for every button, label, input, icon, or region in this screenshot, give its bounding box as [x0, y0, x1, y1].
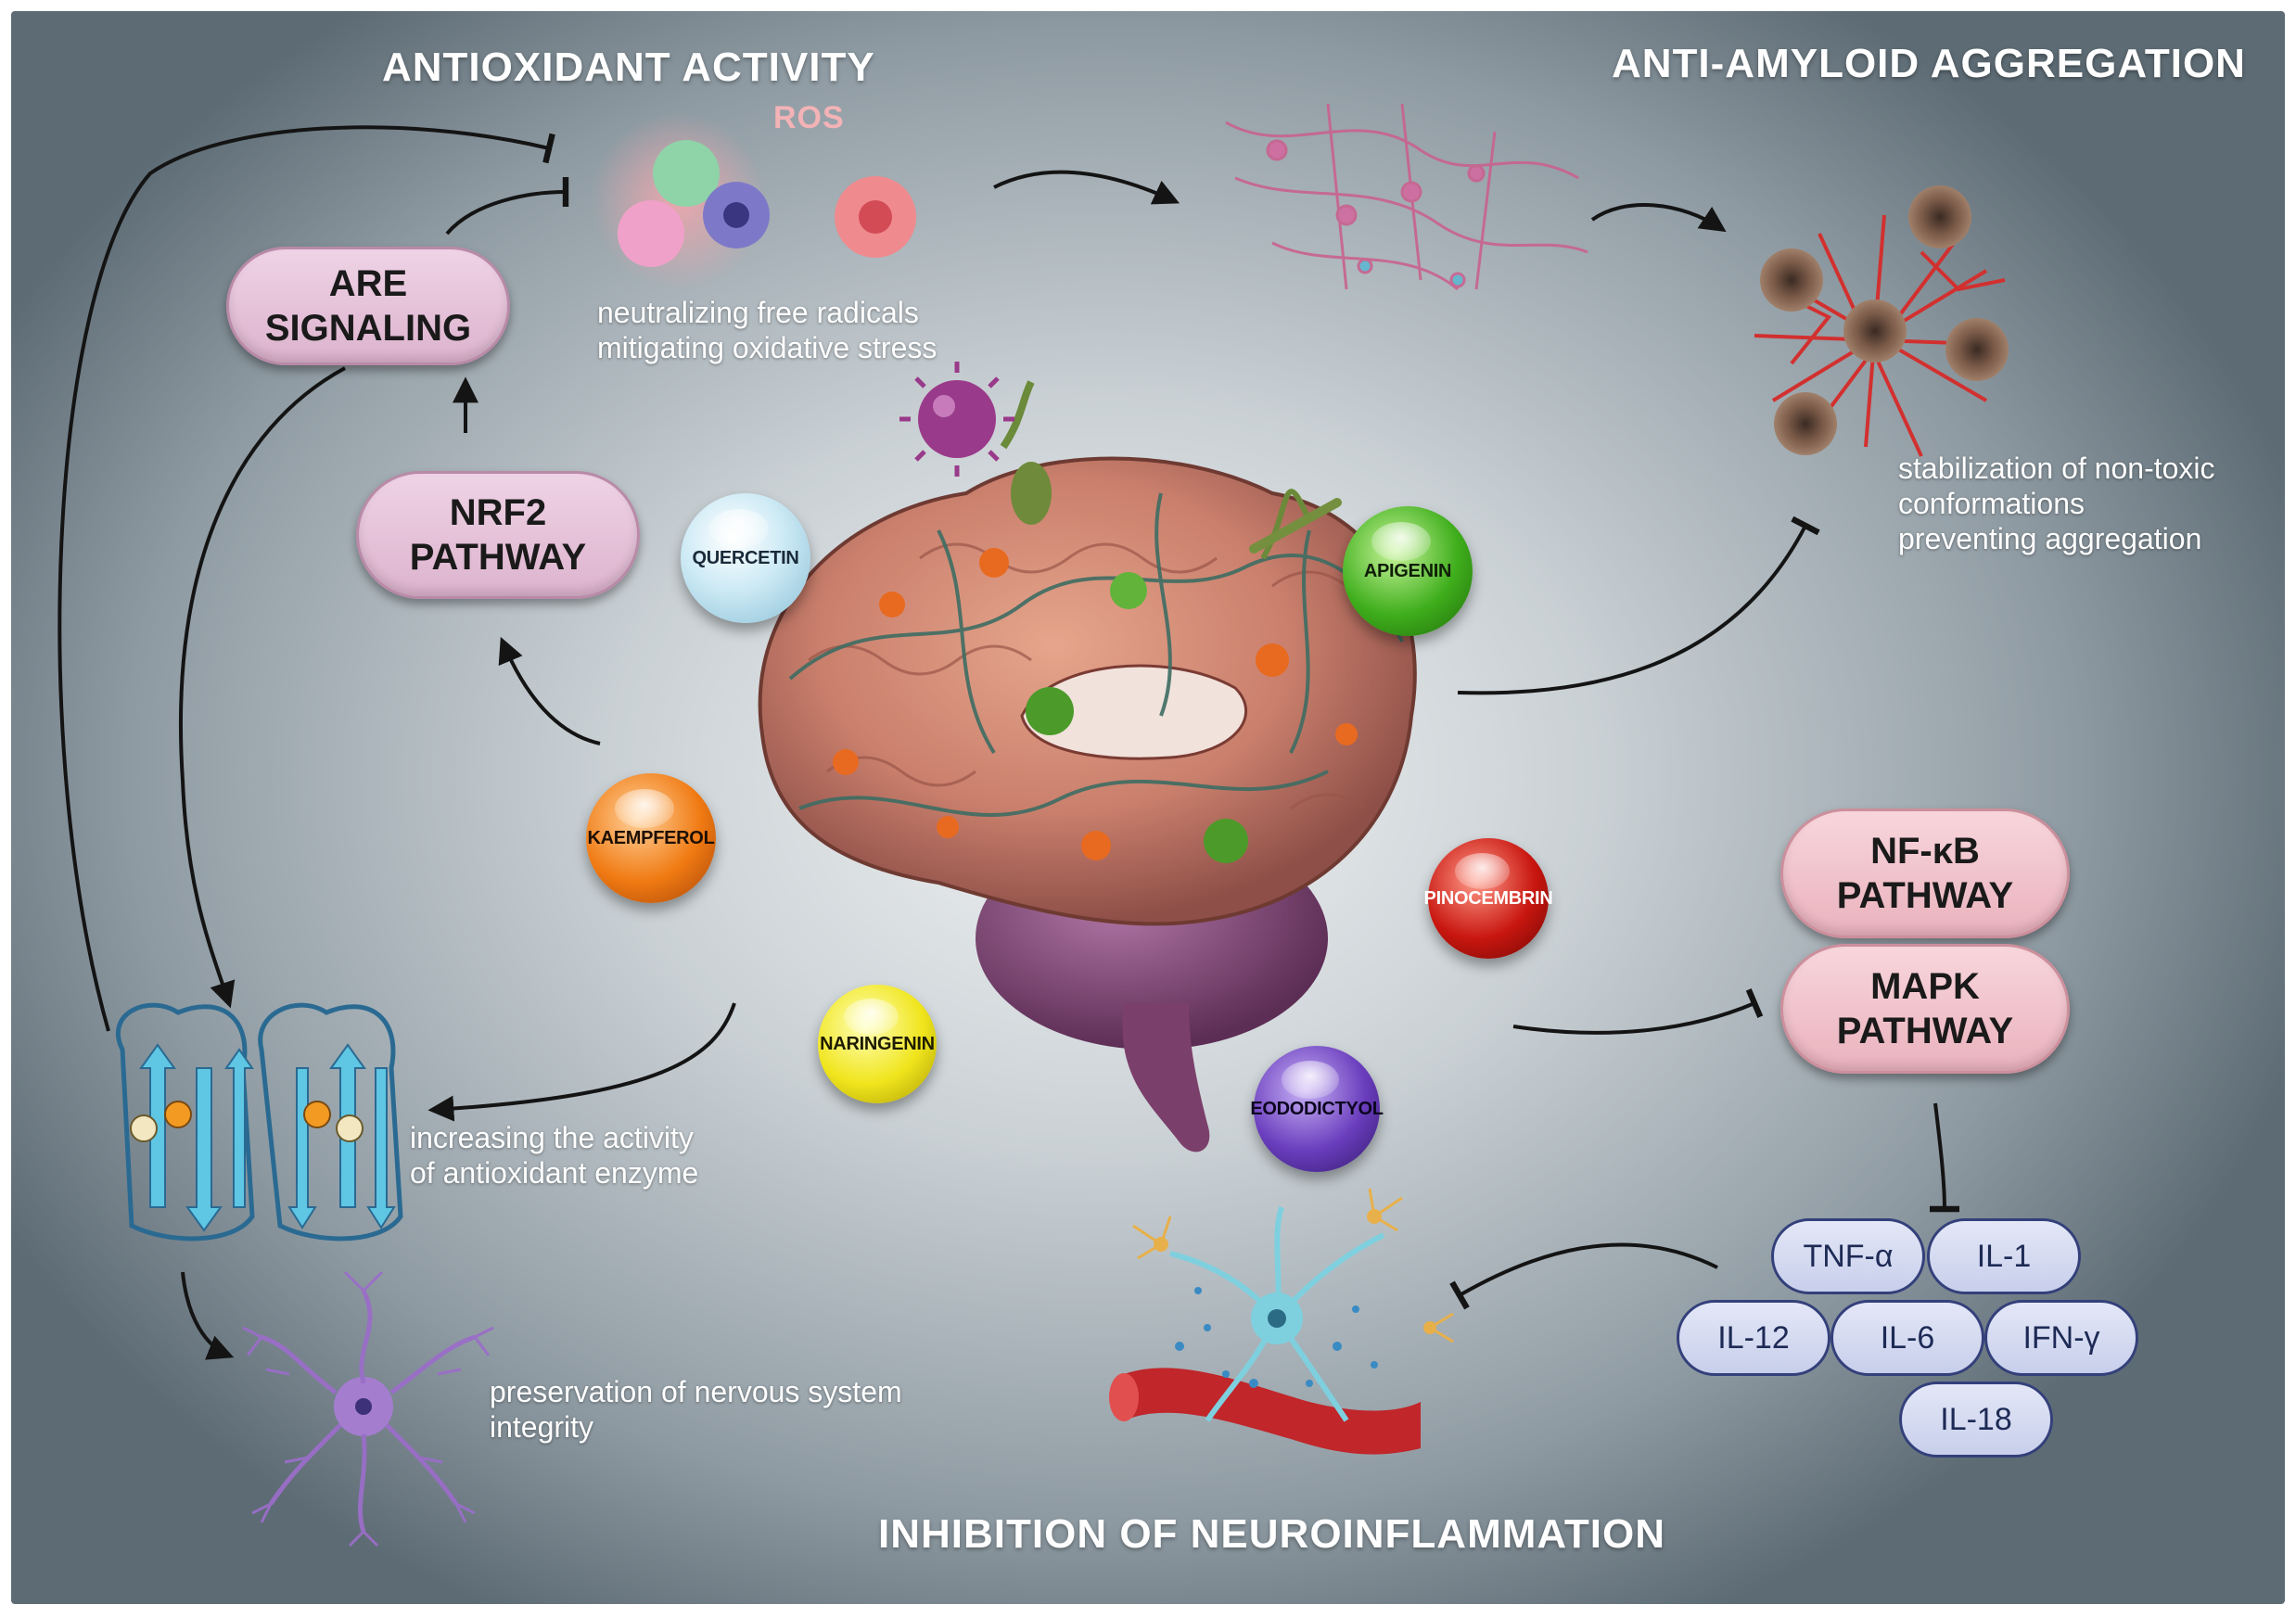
- heading-inhibition-of-neuroinflammation: INHIBITION OF NEUROINFLAMMATION: [878, 1511, 1665, 1557]
- arrow-enzyme-to-neuron: [181, 1271, 235, 1360]
- cytokine-ifn-gamma: IFN-γ: [1984, 1300, 2138, 1376]
- flavonoid-label: PINOCEMBRIN: [1423, 887, 1553, 909]
- arrow-are-to-enzyme: [179, 366, 346, 1009]
- note-line: integrity: [490, 1410, 594, 1444]
- flavonoid-pinocembrin: PINOCEMBRIN: [1424, 838, 1553, 959]
- flavonoid-quercetin: QUERCETIN: [681, 493, 810, 623]
- arrow-brain-to-enzyme: [427, 1002, 736, 1122]
- amyloid-fibrils: [1225, 103, 1588, 291]
- flavonoid-apigenin: APIGENIN: [1343, 506, 1473, 636]
- flavonoid-naringenin: NARINGENIN: [818, 985, 937, 1103]
- note-line: stabilization of non-toxic: [1898, 452, 2215, 485]
- heading-antioxidant-activity: ANTIOXIDANT ACTIVITY: [382, 45, 875, 90]
- antioxidant-enzyme-illustration: [115, 1002, 403, 1241]
- arrow-are-inhibits-ros: [445, 176, 569, 236]
- note-line: neutralizing free radicals: [597, 296, 919, 329]
- diagram-canvas: ANTIOXIDANT ACTIVITY ANTI-AMYLOID AGGREG…: [11, 11, 2285, 1604]
- virus-particle: [899, 362, 1014, 477]
- pill-line: ARE: [328, 263, 408, 304]
- pill-line: PATHWAY: [409, 537, 587, 578]
- note-antioxidant-enzyme: increasing the activity of antioxidant e…: [410, 1120, 698, 1190]
- note-preservation: preservation of nervous system integrity: [490, 1374, 902, 1445]
- pill-mapk-pathway: MAPK PATHWAY: [1780, 944, 2070, 1074]
- neuroinflammation-illustration: [1109, 1188, 1454, 1455]
- arrow-ros-to-fibrils: [993, 170, 1180, 205]
- note-line: of antioxidant enzyme: [410, 1156, 699, 1190]
- cytokine-tnf-alpha: TNF-α: [1771, 1218, 1925, 1294]
- note-line: mitigating oxidative stress: [597, 331, 938, 364]
- pill-line: PATHWAY: [1836, 875, 2014, 916]
- arrow-enzyme-inhibits-ros: [57, 125, 555, 1032]
- pill-are-signaling: ARE SIGNALING: [226, 247, 510, 365]
- pill-nrf2-pathway: NRF2 PATHWAY: [356, 471, 640, 599]
- brain-illustration: [758, 380, 1417, 1152]
- pill-line: NF-κB: [1870, 831, 1980, 872]
- cytokine-il-12: IL-12: [1677, 1300, 1830, 1376]
- cytokine-il-18: IL-18: [1899, 1381, 2053, 1458]
- arrow-cytokines-inhibit-inflammation: [1449, 1242, 1718, 1310]
- ros-label: ROS: [773, 100, 845, 135]
- pill-nfkb-pathway: NF-κB PATHWAY: [1780, 808, 2070, 938]
- arrow-apigenin-inhibits-plaques: [1457, 516, 1820, 695]
- diagram-artwork: [57, 103, 2009, 1547]
- neuron-illustration: [242, 1270, 494, 1547]
- note-line: preventing aggregation: [1898, 522, 2202, 555]
- arrow-kaempferol-to-nrf2: [498, 636, 601, 745]
- pill-line: NRF2: [449, 492, 547, 533]
- flavonoid-label: QUERCETIN: [692, 547, 799, 568]
- pill-line: SIGNALING: [264, 308, 472, 349]
- note-free-radicals: neutralizing free radicals mitigating ox…: [597, 295, 937, 365]
- flavonoid-label: NARINGENIN: [820, 1033, 935, 1054]
- arrow-pathways-inhibit-cytokines: [1929, 1102, 1960, 1213]
- flavonoid-kaempferol: KAEMPFEROL: [586, 773, 716, 903]
- pill-line: MAPK: [1870, 966, 1980, 1007]
- note-stabilization: stabilization of non-toxic conformations…: [1898, 451, 2215, 556]
- amyloid-plaques: [1754, 185, 2009, 457]
- heading-anti-amyloid-aggregation: ANTI-AMYLOID AGGREGATION: [1612, 41, 2246, 86]
- ros-cells: [591, 113, 916, 289]
- arrow-inhibits-pathways: [1512, 988, 1764, 1035]
- cytokine-il-1: IL-1: [1927, 1218, 2081, 1294]
- flavonoid-label: APIGENIN: [1363, 560, 1452, 581]
- flavonoid-label: KAEMPFEROL: [587, 827, 715, 848]
- arrow-fibrils-to-plaques: [1590, 203, 1727, 233]
- note-line: conformations: [1898, 487, 2085, 520]
- note-line: preservation of nervous system: [490, 1375, 902, 1408]
- arrows: [57, 125, 1960, 1360]
- flavonoid-label: EODODICTYOL: [1250, 1098, 1384, 1119]
- pill-line: PATHWAY: [1836, 1011, 2014, 1051]
- cytokine-il-6: IL-6: [1830, 1300, 1984, 1376]
- note-line: increasing the activity: [410, 1121, 694, 1154]
- flavonoid-eodictyol: EODODICTYOL: [1250, 1046, 1384, 1172]
